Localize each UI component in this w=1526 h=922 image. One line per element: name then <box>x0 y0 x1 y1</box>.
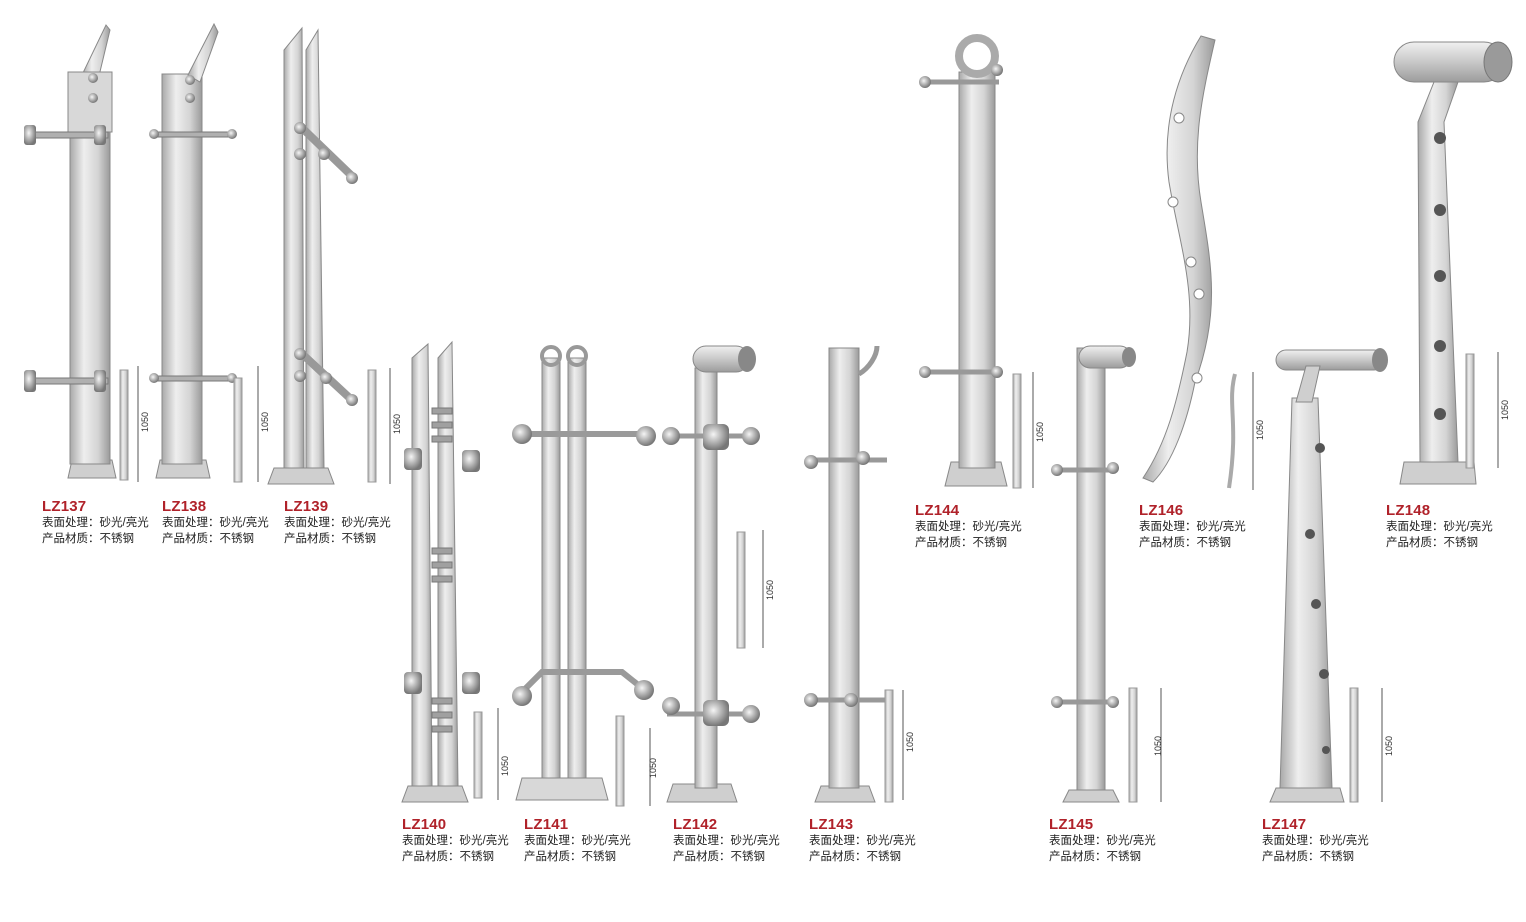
post-lz143-illustration: 1050 <box>804 345 915 803</box>
material: 产品材质：不锈钢 <box>402 850 494 863</box>
surface-finish: 表面处理：砂光/亮光 <box>524 835 631 847</box>
surface-finish: 表面处理：砂光/亮光 <box>42 517 149 529</box>
height-dimension-label: 1050 <box>500 756 510 776</box>
material: 产品材质：不锈钢 <box>1139 536 1231 549</box>
product-code: LZ148 <box>1386 502 1431 519</box>
surface-finish: 表面处理：砂光/亮光 <box>1386 521 1493 533</box>
product-code: LZ141 <box>524 816 569 833</box>
material: 产品材质：不锈钢 <box>915 536 1007 549</box>
surface-finish: 表面处理：砂光/亮光 <box>915 521 1022 533</box>
height-dimension-label: 1050 <box>392 414 402 434</box>
post-lz141-illustration: 1050 <box>512 345 658 807</box>
product-code: LZ146 <box>1139 502 1184 519</box>
height-dimension-label: 1050 <box>260 412 270 432</box>
product-code: LZ139 <box>284 498 329 515</box>
product-code: LZ138 <box>162 498 207 515</box>
surface-finish: 表面处理：砂光/亮光 <box>673 835 780 847</box>
post-lz140-illustration: 1050 <box>401 340 510 803</box>
height-dimension-label: 1050 <box>765 580 775 600</box>
height-dimension-label: 1050 <box>1153 736 1163 756</box>
surface-finish: 表面处理：砂光/亮光 <box>162 517 269 529</box>
material: 产品材质：不锈钢 <box>524 850 616 863</box>
product-code: LZ147 <box>1262 816 1307 833</box>
post-lz139-illustration: 1050 <box>267 26 402 485</box>
post-lz137-illustration: 1050 <box>24 24 150 482</box>
height-dimension-label: 1050 <box>905 732 915 752</box>
height-dimension-label: 1050 <box>140 412 150 432</box>
surface-finish: 表面处理：砂光/亮光 <box>402 835 509 847</box>
product-code: LZ137 <box>42 498 87 515</box>
material: 产品材质：不锈钢 <box>1386 536 1478 549</box>
product-code: LZ144 <box>915 502 960 519</box>
height-dimension-label: 1050 <box>648 758 658 778</box>
material: 产品材质：不锈钢 <box>42 532 134 545</box>
post-lz146-illustration: 1050 <box>1142 35 1265 490</box>
height-dimension-label: 1050 <box>1255 420 1265 440</box>
surface-finish: 表面处理：砂光/亮光 <box>809 835 916 847</box>
surface-finish: 表面处理：砂光/亮光 <box>284 517 391 529</box>
surface-finish: 表面处理：砂光/亮光 <box>1139 521 1246 533</box>
product-code: LZ145 <box>1049 816 1094 833</box>
surface-finish: 表面处理：砂光/亮光 <box>1049 835 1156 847</box>
material: 产品材质：不锈钢 <box>1262 850 1354 863</box>
height-dimension-label: 1050 <box>1384 736 1394 756</box>
material: 产品材质：不锈钢 <box>162 532 254 545</box>
material: 产品材质：不锈钢 <box>1049 850 1141 863</box>
surface-finish: 表面处理：砂光/亮光 <box>1262 835 1369 847</box>
material: 产品材质：不锈钢 <box>284 532 376 545</box>
material: 产品材质：不锈钢 <box>673 850 765 863</box>
height-dimension-label: 1050 <box>1500 400 1510 420</box>
product-code: LZ142 <box>673 816 718 833</box>
height-dimension-label: 1050 <box>1035 422 1045 442</box>
post-lz144-illustration: 1050 <box>919 34 1045 489</box>
product-code: LZ143 <box>809 816 854 833</box>
product-code: LZ140 <box>402 816 447 833</box>
post-lz142-illustration: 1050 <box>662 345 775 803</box>
post-lz145-illustration: 1050 <box>1051 345 1163 803</box>
post-lz148-illustration: 1050 <box>1393 41 1513 485</box>
material: 产品材质：不锈钢 <box>809 850 901 863</box>
post-lz138-illustration: 1050 <box>149 22 270 483</box>
post-lz147-illustration: 1050 <box>1269 348 1394 803</box>
